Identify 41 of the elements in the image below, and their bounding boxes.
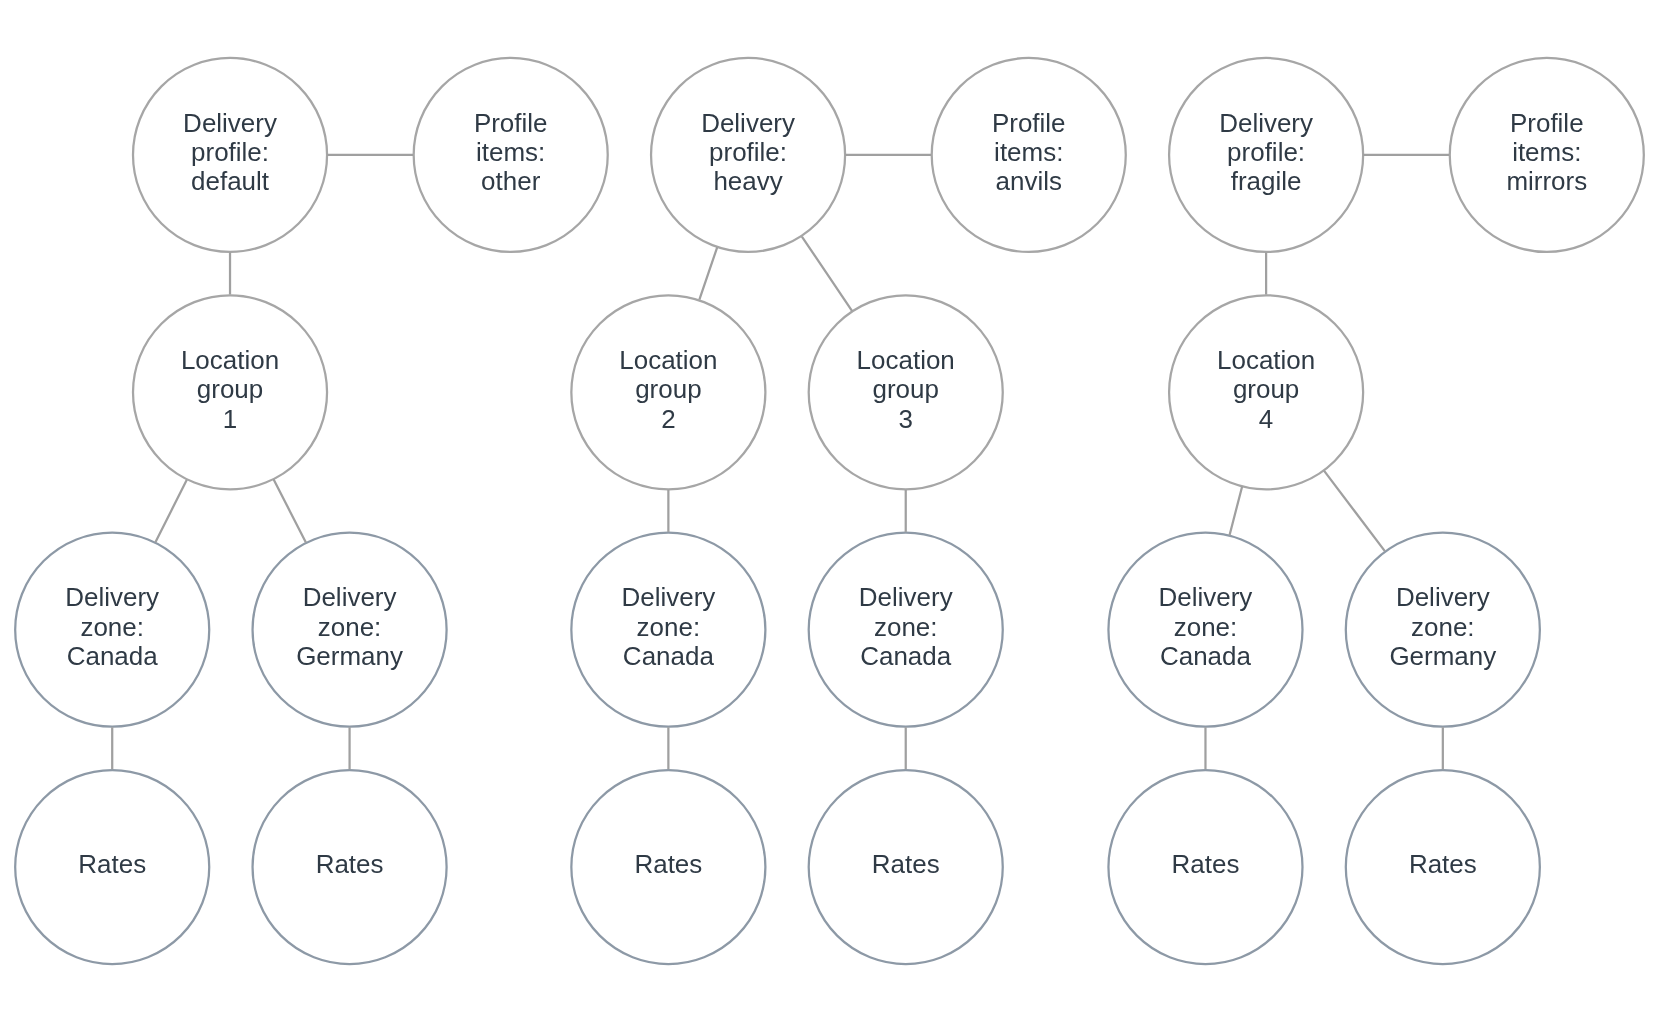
connector	[800, 235, 854, 312]
connector	[327, 153, 414, 157]
connector	[154, 479, 188, 543]
node-circle: Rates	[570, 768, 767, 966]
node-circle: Location group 2	[570, 294, 767, 491]
node-circle: Delivery zone: Canada	[1107, 531, 1304, 728]
node-circle: Delivery zone: Canada	[14, 531, 211, 728]
node-circle: Location group 3	[807, 294, 1004, 491]
connector	[904, 727, 907, 770]
node-circle: Rates	[1107, 768, 1304, 966]
node-circle: Delivery zone: Canada	[807, 531, 1004, 728]
connector	[845, 153, 932, 157]
node-circle: Rates	[251, 768, 448, 966]
connector	[228, 252, 232, 295]
connector	[1363, 153, 1450, 157]
node-circle: Location group 1	[131, 294, 329, 491]
connector	[1228, 486, 1244, 536]
connector	[1204, 727, 1207, 770]
node-circle: Location group 4	[1167, 294, 1365, 491]
node-circle: Profile items: mirrors	[1448, 56, 1645, 254]
node-circle: Rates	[1344, 768, 1541, 966]
connector	[698, 246, 719, 300]
connector	[272, 478, 307, 544]
node-circle: Delivery profile: default	[131, 56, 329, 254]
node-circle: Delivery zone: Canada	[570, 531, 767, 728]
connector	[904, 489, 907, 532]
node-circle: Profile items: other	[412, 56, 609, 254]
node-circle: Rates	[807, 768, 1004, 966]
connector	[348, 727, 351, 770]
connector	[667, 489, 670, 532]
node-circle: Rates	[14, 768, 211, 966]
node-circle: Delivery profile: heavy	[649, 56, 847, 254]
node-circle: Delivery zone: Germany	[251, 531, 448, 728]
connector	[667, 727, 670, 770]
node-circle: Delivery profile: fragile	[1167, 56, 1365, 254]
connector	[1441, 727, 1444, 770]
node-circle: Profile items: anvils	[930, 56, 1127, 254]
connector	[111, 727, 114, 770]
connector	[1265, 252, 1268, 295]
connector	[1323, 469, 1386, 552]
node-circle: Delivery zone: Germany	[1344, 531, 1541, 728]
